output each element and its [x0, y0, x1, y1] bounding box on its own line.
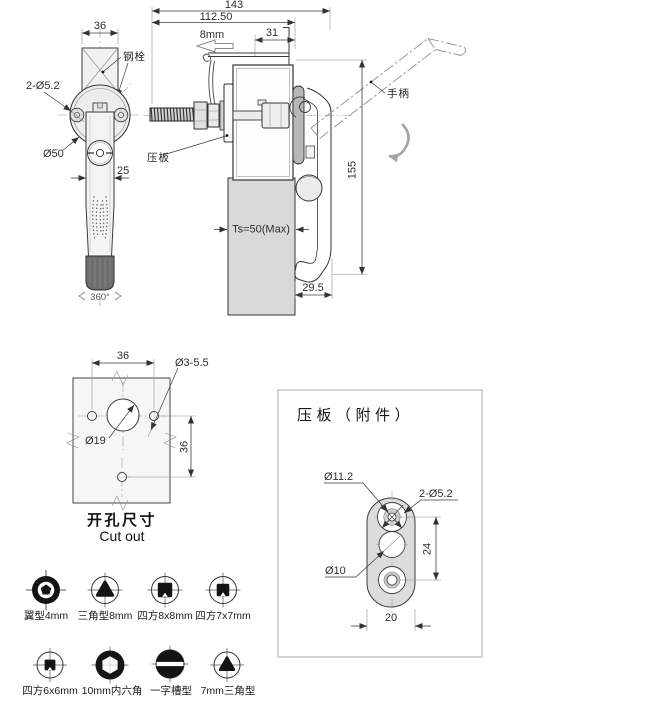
dim-grip-range: Ts=50(Max): [232, 224, 290, 236]
front-view: 36 钢栓 2-Ø5.2: [26, 20, 146, 306]
dim-bottom-hole: Ø10: [325, 565, 346, 577]
dim-flange-diameter: Ø50: [43, 148, 64, 160]
cutout-title-en: Cut out: [99, 528, 144, 544]
wing-4mm-icon: [26, 570, 66, 610]
hook-latch: [289, 87, 332, 283]
door-panel: [227, 177, 296, 316]
square-8x8mm-icon: [147, 572, 183, 608]
dim-plate-width: 20: [385, 612, 397, 624]
label-steel-pin: 钢栓: [123, 50, 146, 63]
spring-clip: [202, 53, 216, 108]
dim-counterbore: Ø11.2: [324, 471, 353, 483]
dim-total-length: 143: [225, 0, 243, 11]
clamp-plate-edge: [223, 83, 234, 143]
drive-label: 三角型8mm: [78, 609, 133, 622]
dim-body-length: 112.50: [200, 11, 233, 23]
cutout-center-hole: [106, 398, 140, 432]
hex-socket-10mm-icon: [91, 646, 129, 684]
dim-hole-spacing: 24: [422, 543, 434, 555]
dim-travel: 8mm: [200, 29, 224, 41]
square-7x7mm-icon: [205, 572, 241, 608]
ear-hole-left: [69, 107, 85, 123]
dim-cutout-center-hole: Ø19: [85, 435, 106, 447]
drive-label: 一字槽型: [150, 684, 192, 697]
triangle-7mm-icon: [210, 648, 244, 682]
drive-label: 7mm三角型: [201, 684, 256, 697]
drive-label: 翼型4mm: [24, 609, 69, 622]
rotate-arrow-icon: [388, 123, 410, 163]
cutout-title-cn: 开孔尺寸: [87, 511, 157, 529]
drive-label: 四方8x8mm: [137, 609, 193, 622]
dim-through-holes: 2-Ø5.2: [419, 488, 453, 500]
travel-arrow-icon: [195, 39, 234, 53]
dim-cutout-small-holes: Ø3-5.5: [175, 357, 209, 369]
dim-rotation: 360°: [90, 292, 110, 303]
dim-height: 155: [347, 161, 359, 179]
ear-hole-right: [113, 107, 129, 123]
clamp-panel-title: 压板（附件）: [297, 406, 414, 424]
label-handle: 手柄: [387, 87, 410, 100]
slot-icon: [151, 645, 189, 683]
drive-label: 四方6x6mm: [22, 684, 78, 697]
threaded-rod: [149, 107, 196, 122]
cam-cylinder: [261, 102, 290, 129]
dim-cutout-vertical: 36: [179, 441, 191, 453]
lock-knob: [87, 140, 113, 166]
dim-cutout-width: 36: [117, 350, 129, 362]
drive-options: 翼型4mm 三角型8mm 四方8x8mm 四方7x7mm 四方6x6mm 10m…: [22, 570, 255, 697]
drive-label: 四方7x7mm: [195, 609, 251, 622]
drive-label: 10mm内六角: [82, 684, 143, 697]
dim-handle-width: 25: [117, 165, 129, 177]
dim-front-width: 36: [94, 20, 106, 32]
side-view: 143 112.50 8mm 31: [144, 0, 466, 316]
dim-offset: 31: [266, 27, 278, 39]
back-clamp-strip: [292, 85, 305, 165]
label-clamp-plate: 压板: [147, 151, 170, 164]
phantom-handle: [310, 38, 466, 139]
triangle-8mm-icon: [87, 572, 123, 608]
square-6x6mm-icon: [33, 648, 67, 682]
dim-ear-holes: 2-Ø5.2: [26, 80, 60, 92]
dim-hook-depth: 29.5: [302, 282, 323, 294]
cutout-view: 36 Ø3-5.5 Ø19 36 开孔尺寸 Cut out: [66, 350, 209, 544]
clamp-plate-panel: 压板（附件） Ø11.2 2-Ø5.2 Ø10 24: [277, 389, 483, 658]
hex-nuts: [193, 100, 225, 131]
